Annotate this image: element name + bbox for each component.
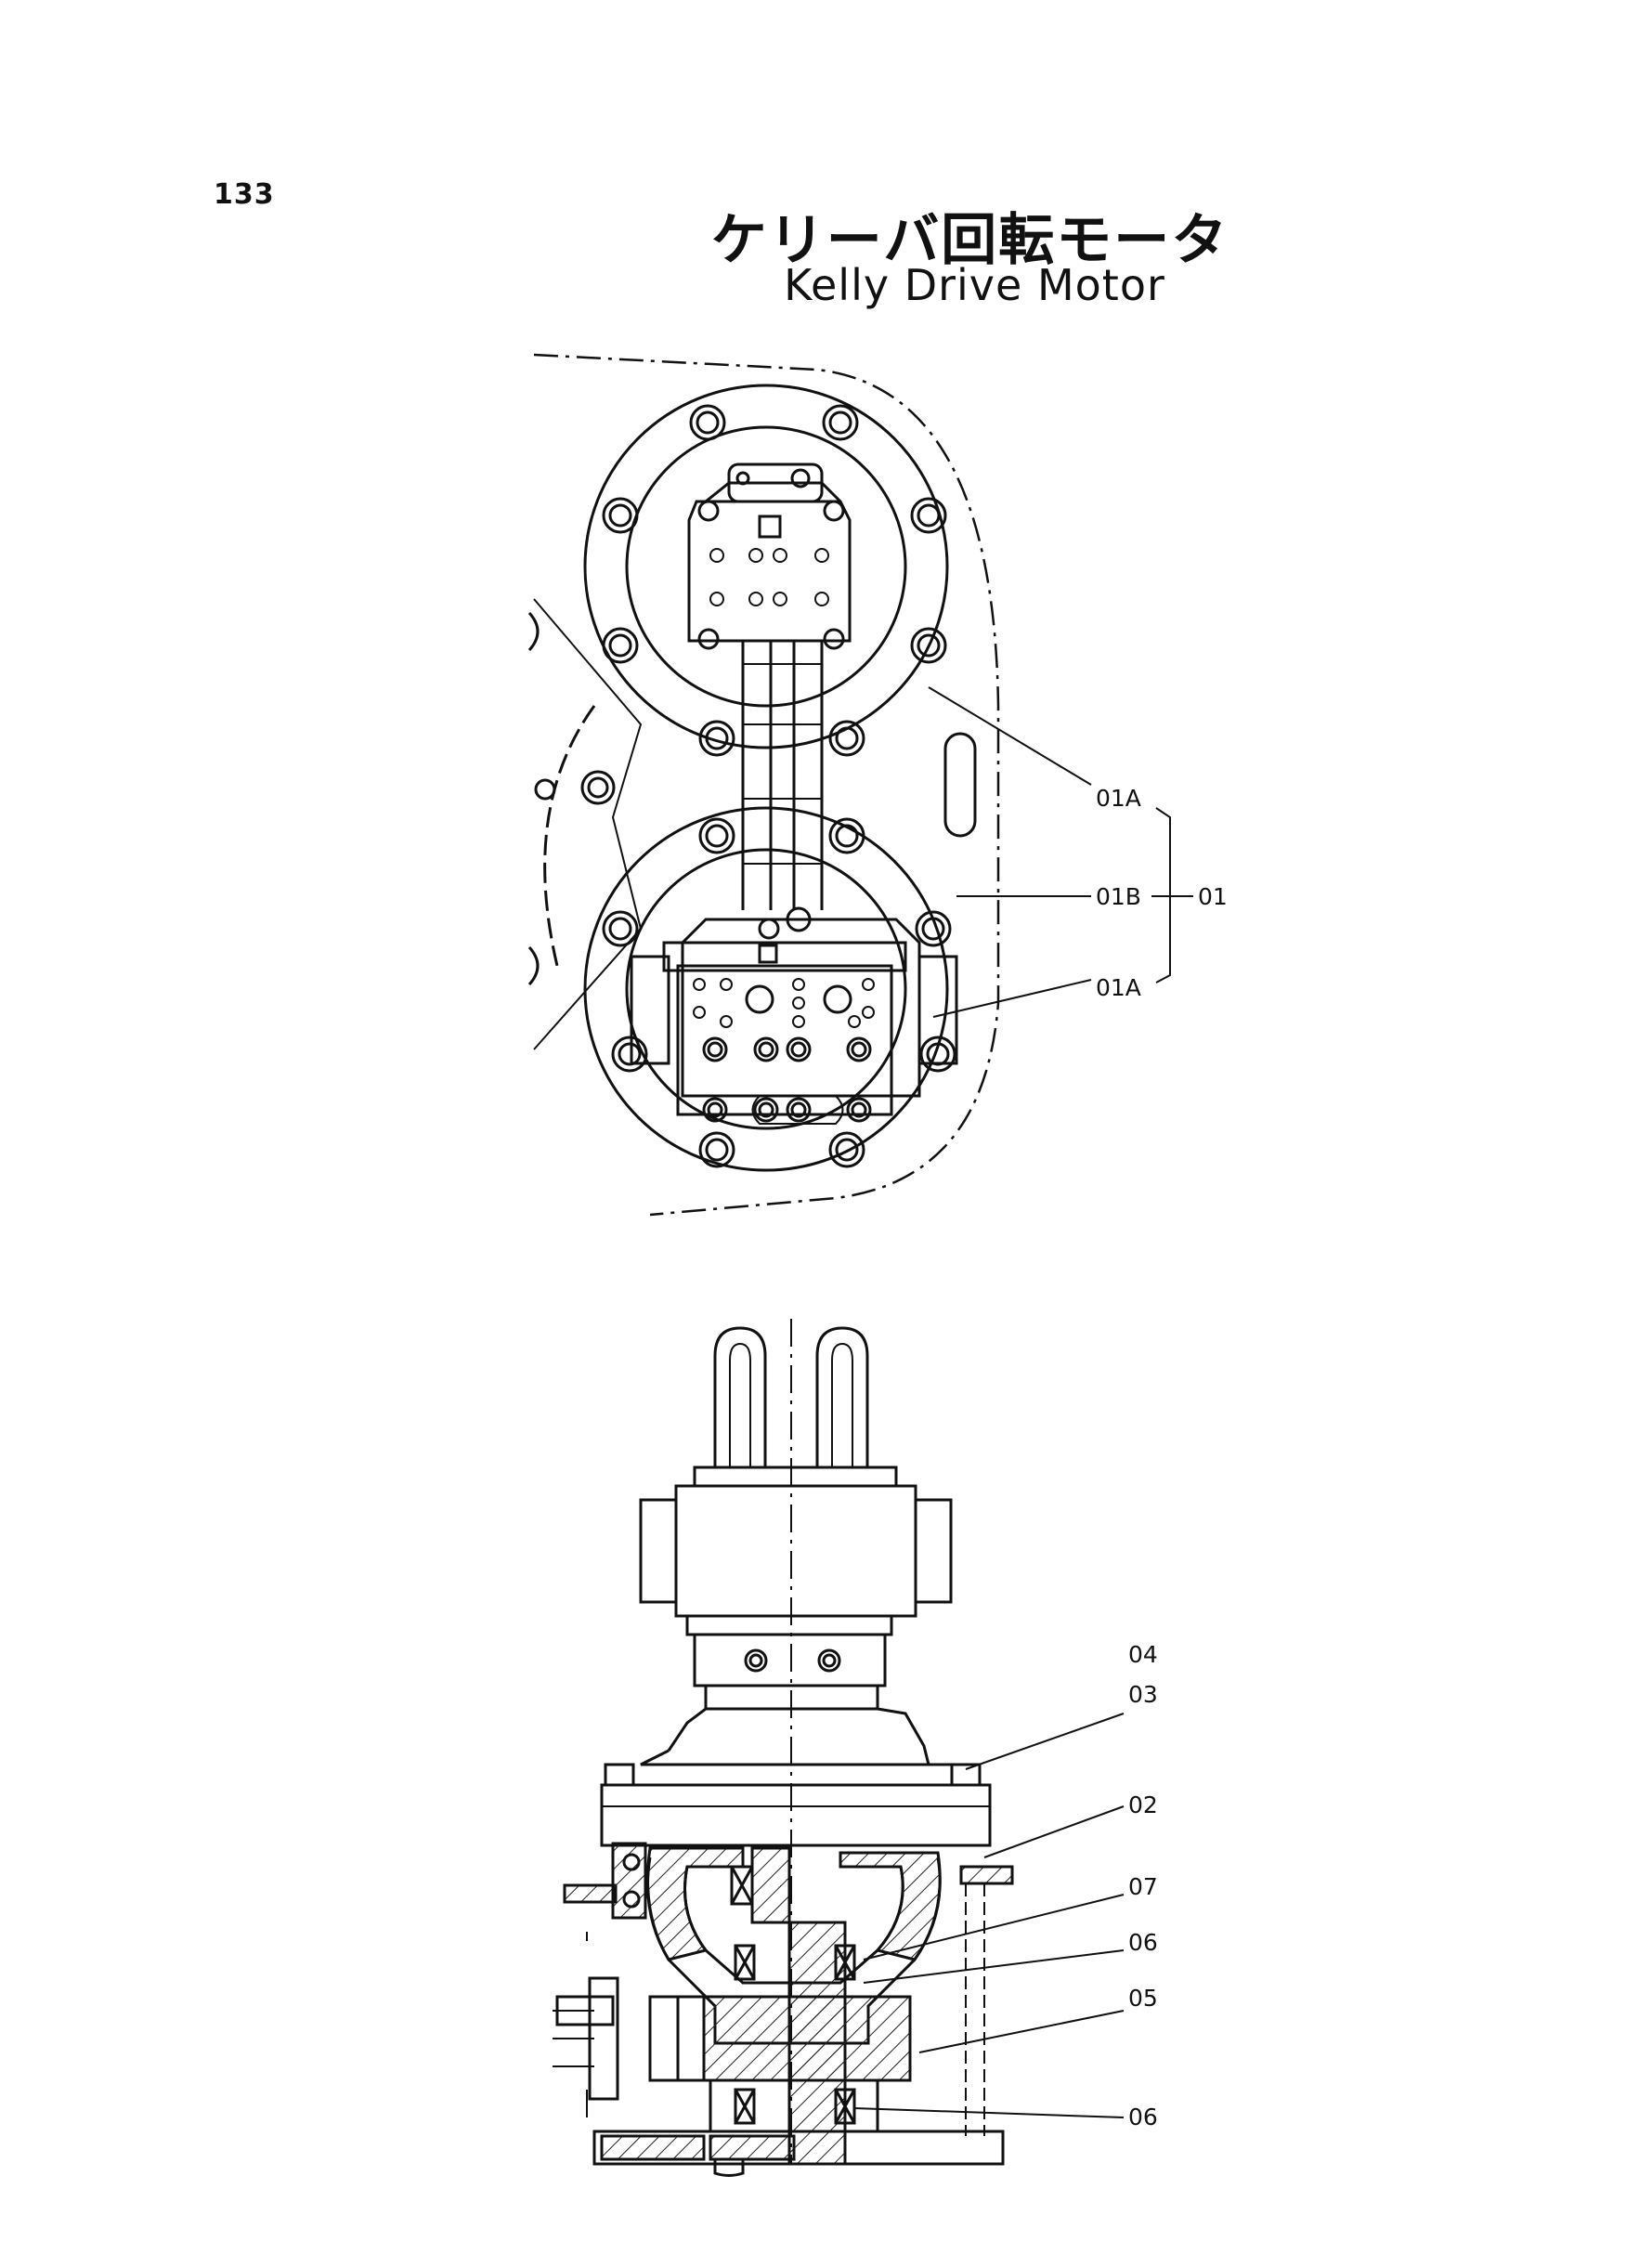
callout-06-upper: 06 bbox=[1128, 1929, 1158, 1956]
callout-04: 04 bbox=[1128, 1641, 1158, 1668]
callout-07: 07 bbox=[1128, 1873, 1158, 1900]
page-title-japanese: ケリーバ回転モータ bbox=[710, 208, 1229, 273]
left-drum-arc bbox=[543, 705, 596, 967]
upper-flange-bolts bbox=[602, 404, 947, 757]
callout-03: 03 bbox=[1128, 1681, 1158, 1708]
base-plate bbox=[592, 2130, 1005, 2166]
callout-05: 05 bbox=[1128, 1985, 1158, 2012]
motor-body bbox=[693, 1633, 887, 1687]
housing-outline bbox=[533, 353, 1000, 1217]
callout-01b: 01B bbox=[1096, 883, 1141, 910]
shaft-section bbox=[750, 1846, 791, 1924]
hose-loop-left bbox=[713, 1326, 767, 1467]
top-view-leaders bbox=[928, 686, 1193, 1018]
valve-body bbox=[674, 1484, 917, 1618]
page-number: 133 bbox=[214, 178, 275, 211]
lower-valve-plugs bbox=[702, 1036, 872, 1123]
callout-01a-top: 01A bbox=[1096, 785, 1141, 812]
section-view bbox=[553, 1319, 1014, 2177]
lower-motor-flange bbox=[583, 806, 949, 1172]
upper-valve-block bbox=[687, 500, 852, 643]
gear-section bbox=[685, 1995, 912, 2082]
reducer-housing bbox=[667, 1707, 930, 1765]
section-view-leaders bbox=[853, 1713, 1125, 2118]
lower-flange-bolts bbox=[602, 817, 956, 1168]
hose-loop-right bbox=[815, 1326, 869, 1467]
top-view bbox=[527, 353, 1000, 1217]
connecting-pipes bbox=[741, 641, 824, 910]
callout-01a-bottom: 01A bbox=[1096, 974, 1141, 1001]
page-title-english: Kelly Drive Motor bbox=[784, 260, 1165, 310]
callout-02: 02 bbox=[1128, 1791, 1158, 1818]
upper-motor-flange bbox=[583, 384, 949, 749]
bearings bbox=[730, 1865, 856, 2125]
callout-01: 01 bbox=[1198, 883, 1228, 910]
callout-06-lower: 06 bbox=[1128, 2104, 1158, 2130]
mounting-flange bbox=[600, 1783, 992, 1847]
